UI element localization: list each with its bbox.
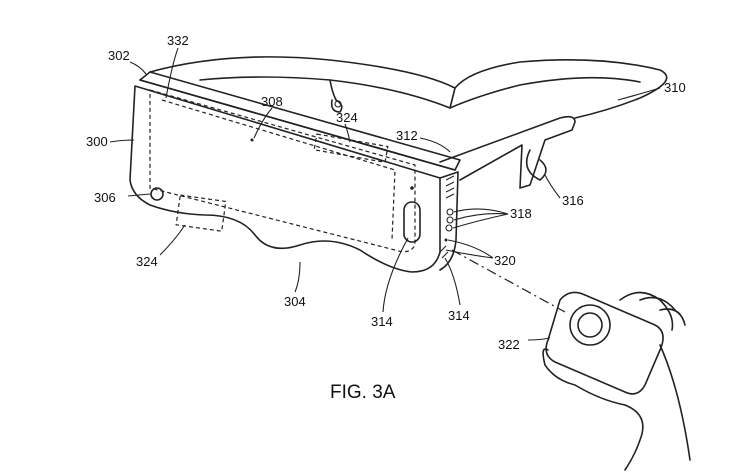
label-310: 310: [664, 80, 686, 95]
label-316: 316: [562, 193, 584, 208]
label-314-right: 314: [448, 308, 470, 323]
label-320: 320: [494, 253, 516, 268]
label-322: 322: [498, 337, 520, 352]
label-324-top: 324: [336, 110, 358, 125]
reference-labels: 302 332 300 308 324 310 312 316 318 306 …: [86, 33, 686, 403]
label-314-left: 314: [371, 314, 393, 329]
handheld-controller: [451, 249, 691, 471]
label-318: 318: [510, 206, 532, 221]
label-302: 302: [108, 48, 130, 63]
touchpad-314: [403, 201, 421, 243]
head-strap: [149, 56, 668, 189]
label-304: 304: [284, 294, 306, 309]
leader-lines: [109, 47, 661, 341]
label-312: 312: [396, 128, 418, 143]
label-308: 308: [261, 94, 283, 109]
figure-caption: FIG. 3A: [330, 382, 396, 403]
button-306: [150, 187, 164, 201]
label-324-left: 324: [136, 254, 158, 269]
label-332: 332: [167, 33, 189, 48]
goggle-body: [129, 71, 461, 273]
label-306: 306: [94, 190, 116, 205]
label-300: 300: [86, 134, 108, 149]
